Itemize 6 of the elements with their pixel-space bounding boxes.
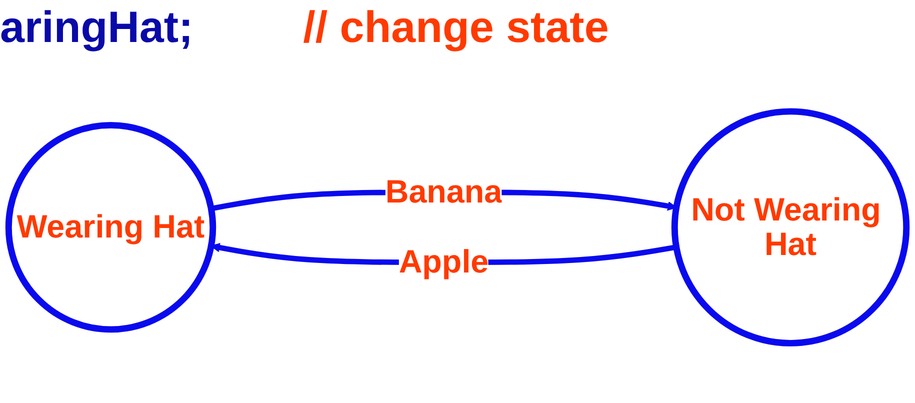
edge-label: Apple <box>398 244 489 281</box>
node-circle: Not Wearing Hat <box>671 108 910 347</box>
code-text: aringHat; <box>0 4 194 52</box>
code-text: // change state <box>303 4 609 52</box>
node-circle: Wearing Hat <box>5 122 216 334</box>
edge-label: Banana <box>385 174 502 210</box>
